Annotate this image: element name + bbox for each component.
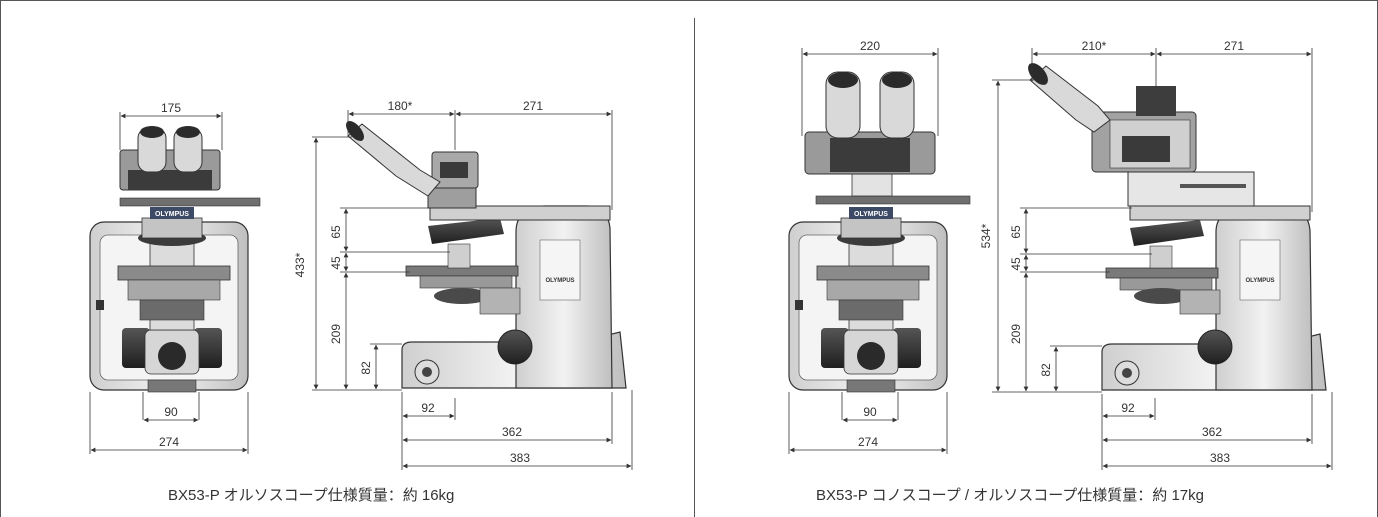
left-side-d383: 383 [510,451,530,465]
left-side-body-depth: 271 [523,99,543,113]
right-side-dimensions: 210* 271 534* 65 45 209 82 92 362 383 [979,39,1333,470]
left-side-h82: 82 [359,361,373,375]
right-side-h209: 209 [1009,324,1023,344]
right-side-d92: 92 [1121,401,1135,415]
right-front-base-width: 274 [858,435,878,449]
right-side-h65: 65 [1009,225,1023,239]
right-side-body-depth: 271 [1224,39,1244,53]
right-caption: BX53-P コノスコープ / オルソスコープ仕様質量：約 17kg [816,487,1204,504]
right-front-dimensions: 220 90 274 [788,39,948,454]
left-caption: BX53-P オルソスコープ仕様質量：約 16kg [168,487,455,504]
right-side-h45: 45 [1009,257,1023,271]
left-front-base-width: 274 [159,435,179,449]
left-front-microscope: OLYMPUS [89,126,261,393]
right-front-brand-label: OLYMPUS [854,211,888,218]
right-side-total-height: 534* [979,223,993,248]
left-front-dimensions: 175 90 274 [89,101,249,454]
left-side-microscope: OLYMPUS [346,121,627,389]
left-side-d92: 92 [421,401,435,415]
left-side-h209: 209 [329,324,343,344]
right-side-d383: 383 [1210,451,1230,465]
left-side-total-height: 433* [293,252,307,277]
left-side-brand-label: OLYMPUS [545,278,574,284]
left-side-h65: 65 [329,225,343,239]
right-side-h82: 82 [1039,363,1053,377]
left-side-d362: 362 [502,425,522,439]
right-front-microscope: OLYMPUS [788,71,971,393]
right-front-top-width: 220 [860,39,880,53]
right-side-microscope: OLYMPUS [1028,63,1327,391]
right-side-d362: 362 [1202,425,1222,439]
left-side-head-depth: 180* [388,99,413,113]
right-front-base-inner: 90 [863,405,877,419]
left-front-base-inner: 90 [164,405,178,419]
left-side-dimensions: 180* 271 433* 65 45 209 82 92 362 383 [293,99,633,470]
left-front-brand-label: OLYMPUS [155,211,189,218]
right-side-brand-label: OLYMPUS [1245,278,1274,284]
right-side-head-depth: 210* [1082,39,1107,53]
left-side-h45: 45 [329,256,343,270]
panel-divider [694,18,695,517]
left-front-top-width: 175 [161,101,181,115]
